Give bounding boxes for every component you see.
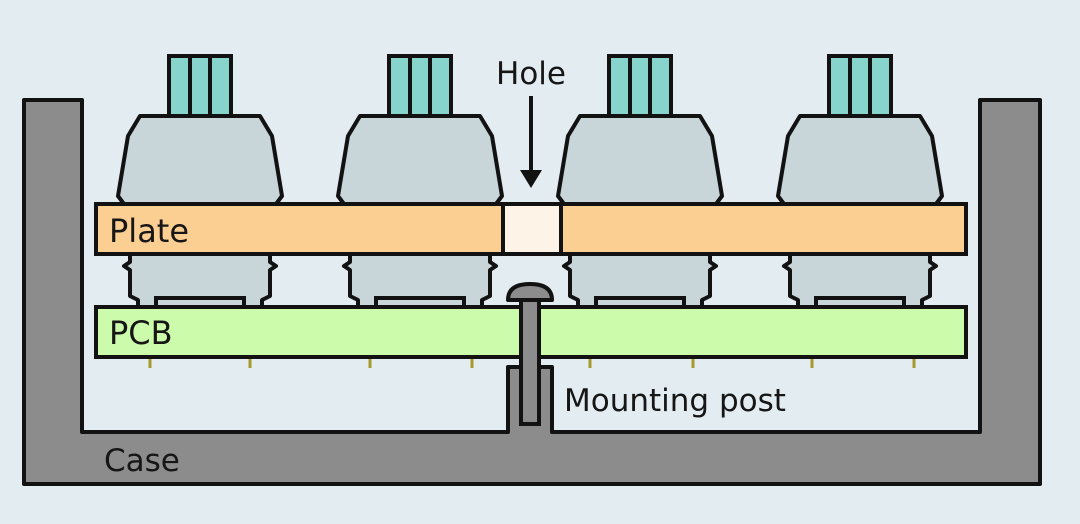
case-label: Case xyxy=(104,443,180,479)
plate-right xyxy=(559,202,968,256)
switch-2 xyxy=(336,54,504,309)
switch-stem xyxy=(607,54,673,120)
pcb-label: PCB xyxy=(109,314,173,352)
mounting-post-screw-head xyxy=(506,282,554,302)
switch-3 xyxy=(556,54,724,309)
mounting-post-label: Mounting post xyxy=(564,383,786,419)
plate-label: Plate xyxy=(109,212,189,250)
switch-upper-housing xyxy=(336,114,504,206)
hole-arrow-head xyxy=(520,170,542,188)
switch-stem xyxy=(167,54,233,120)
switch-4 xyxy=(776,54,944,309)
mounting-post xyxy=(506,282,554,426)
hole-arrow xyxy=(520,96,542,188)
switch-stem xyxy=(827,54,893,120)
switch-upper-housing xyxy=(556,114,724,206)
pcb-pins xyxy=(148,358,916,368)
switch-1 xyxy=(116,54,284,309)
switch-base-plate xyxy=(594,296,686,307)
switch-base-plate xyxy=(814,296,906,307)
plate-hole xyxy=(501,202,563,256)
switch-upper-housing xyxy=(116,114,284,206)
hole-label: Hole xyxy=(496,56,566,92)
switches xyxy=(116,54,944,309)
switch-stem xyxy=(387,54,453,120)
switch-base-plate xyxy=(374,296,466,307)
switch-upper-housing xyxy=(776,114,944,206)
switch-base-plate xyxy=(154,296,246,307)
mounting-post-shaft xyxy=(519,294,541,426)
